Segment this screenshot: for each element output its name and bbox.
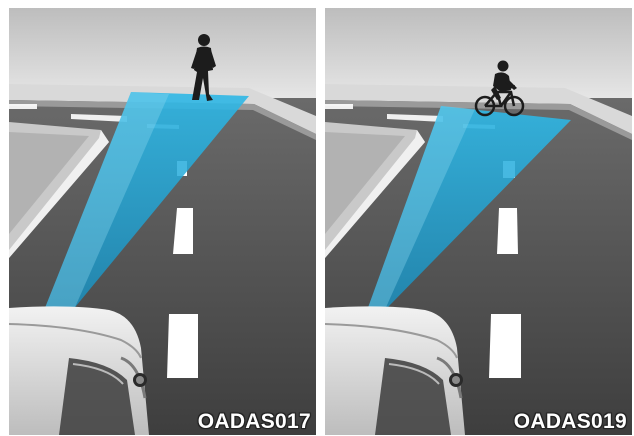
car-hood [325, 306, 465, 435]
illustration-panel-cyclist: OADAS019 [325, 8, 632, 435]
car-hood [9, 306, 149, 435]
pedestrian-scene [9, 8, 316, 435]
figure-code: OADAS017 [198, 410, 311, 434]
lane-marking [497, 208, 518, 254]
illustration-panel-pedestrian: OADAS017 [9, 8, 316, 435]
cyclist-scene [325, 8, 632, 435]
lane-marking [489, 314, 521, 378]
lane-marking [167, 314, 198, 378]
figure-code: OADAS019 [514, 410, 627, 434]
